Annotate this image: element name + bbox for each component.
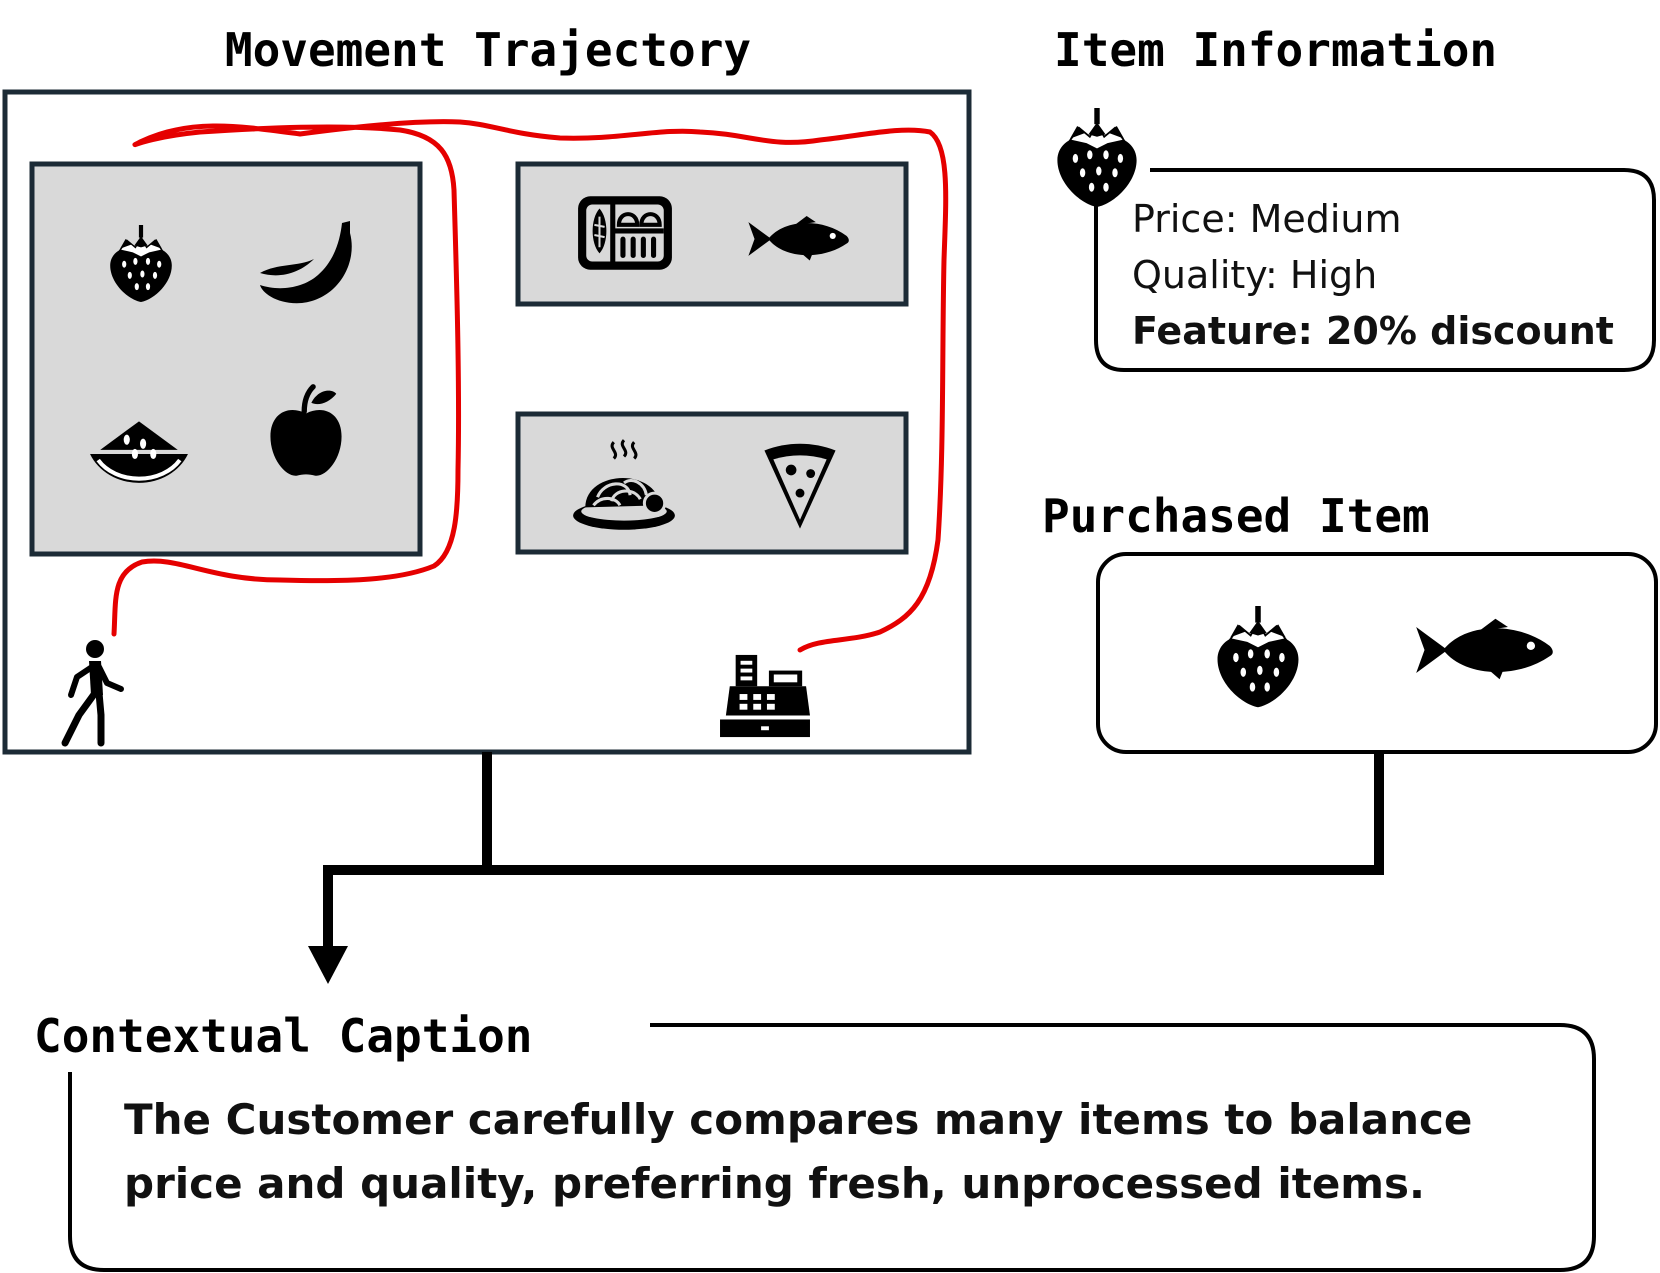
- purchased-item-panel: [1096, 552, 1658, 754]
- arrow-head-icon: [308, 946, 348, 984]
- connector-line: [323, 752, 1384, 948]
- strawberry-icon: [1056, 107, 1138, 208]
- shelf-box: [29, 161, 423, 557]
- store-map: [2, 89, 972, 755]
- movement-trajectory-path: [111, 119, 949, 653]
- flow-connectors: [308, 752, 1384, 984]
- caption-line-1: The Customer carefully compares many ite…: [124, 1095, 1472, 1144]
- contextual-caption-title: Contextual Caption: [34, 1009, 533, 1063]
- feature-text: Feature: 20% discount: [1132, 309, 1614, 353]
- fruit-shelf: [29, 161, 423, 557]
- purchased-item-title: Purchased Item: [1042, 489, 1430, 543]
- purchased-item-frame: [1096, 552, 1658, 754]
- price-text: Price: Medium: [1132, 197, 1402, 241]
- quality-text: Quality: High: [1132, 253, 1377, 297]
- seafood-shelf: [515, 161, 909, 307]
- shelf-box: [515, 411, 909, 555]
- item-information-panel: Price: Medium Quality: High Feature: 20%…: [1056, 107, 1656, 372]
- prepared-food-shelf: [515, 411, 909, 555]
- contextual-caption-panel: The Customer carefully compares many ite…: [68, 1023, 1596, 1272]
- item-information-title: Item Information: [1054, 23, 1497, 77]
- movement-trajectory-title: Movement Trajectory: [225, 23, 751, 77]
- shelf-box: [515, 161, 909, 307]
- caption-frame: [68, 1023, 1596, 1272]
- caption-line-2: price and quality, preferring fresh, unp…: [124, 1159, 1425, 1208]
- bento-box-icon: [578, 196, 672, 269]
- item-information-frame: [1094, 168, 1656, 372]
